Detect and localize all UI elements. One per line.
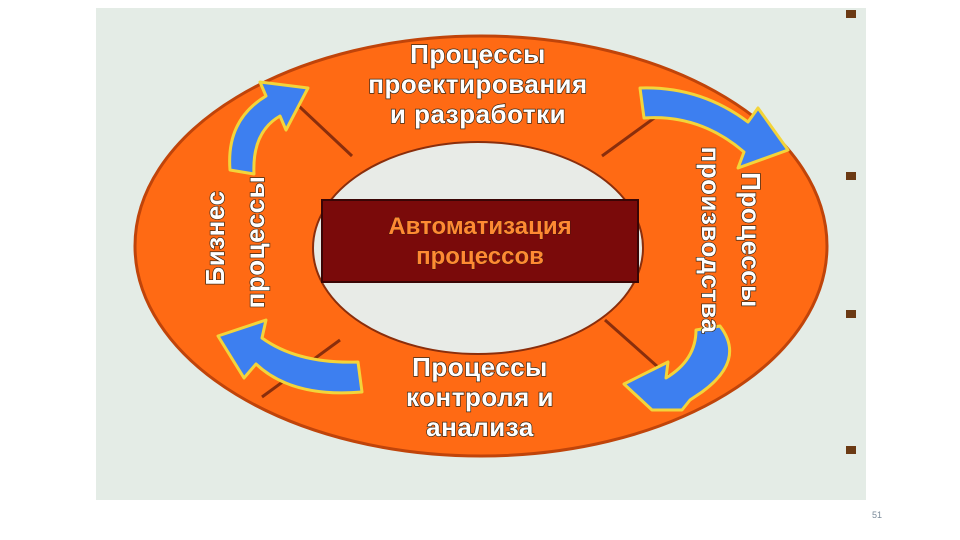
center-box (321, 199, 639, 283)
arrow-bottom-right-icon (622, 324, 732, 412)
arrow-top-left-icon (228, 80, 310, 176)
segment-left-line-2: процессы (240, 176, 270, 309)
center-line-2: процессов (416, 243, 544, 270)
segment-bottom-line-1: Процессы (412, 352, 548, 382)
arrow-bottom-left-icon (216, 318, 364, 395)
segment-right-line-1: Процессы (736, 172, 766, 308)
bullet-marker-2 (846, 172, 856, 180)
segment-top-line-3: и разработки (390, 99, 566, 129)
segment-left-line-1: Бизнес (200, 191, 230, 286)
bullet-marker-3 (846, 310, 856, 318)
segment-bottom-line-2: контроля и (406, 382, 554, 412)
center-line-1: Автоматизация (388, 213, 571, 240)
segment-top-line-2: проектирования (368, 69, 587, 99)
segment-bottom-line-3: анализа (426, 412, 534, 442)
segment-top-line-1: Процессы (410, 39, 546, 69)
diagram-panel: Процессы проектирования и разработки Про… (96, 8, 866, 500)
bullet-marker-4 (846, 446, 856, 454)
segment-right-line-2: производства (696, 146, 726, 333)
process-cycle-diagram: Процессы проектирования и разработки Про… (133, 34, 829, 458)
page-number: 51 (872, 510, 883, 520)
bullet-marker-1 (846, 10, 856, 18)
arrow-top-right-icon (638, 86, 790, 170)
